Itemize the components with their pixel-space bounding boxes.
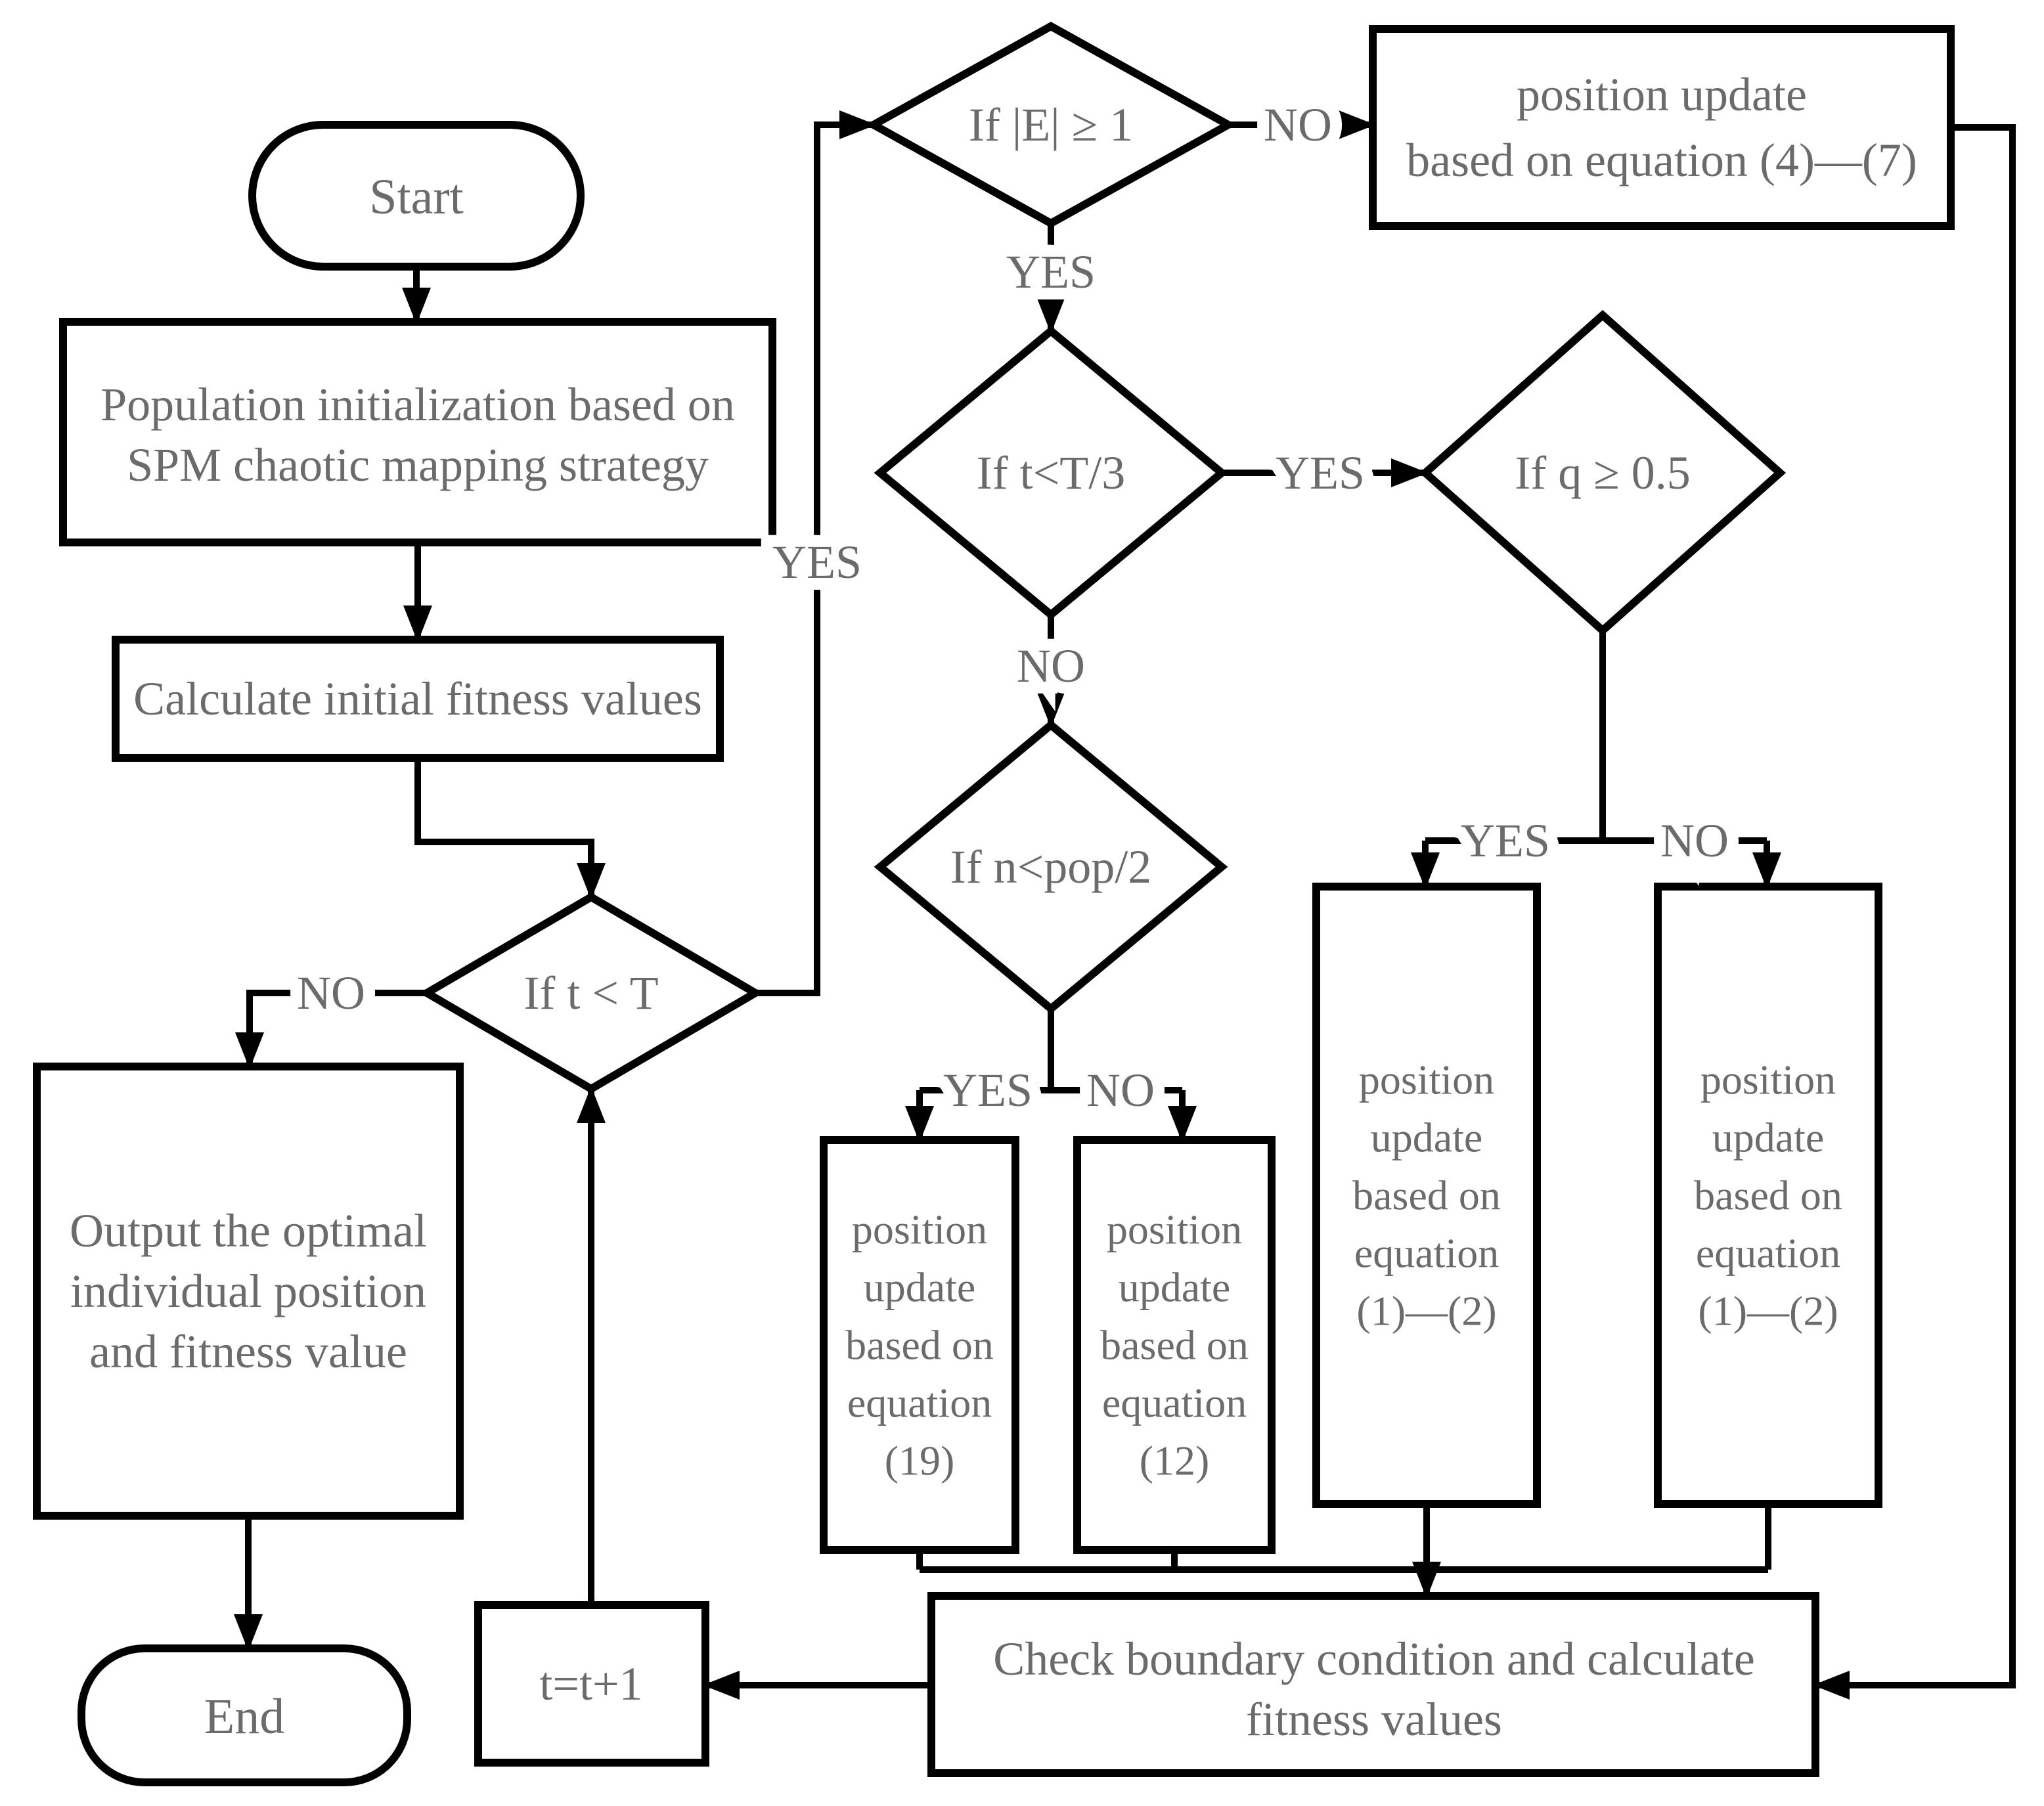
if-n-lt-pop2-decision — [874, 720, 1228, 1014]
pos-update-12-label-line5: (12) — [1140, 1438, 1210, 1484]
if-q-geq-05-decision — [1419, 309, 1787, 636]
pos-update-19-label-line3: based on — [845, 1322, 994, 1369]
edge-label-if-t-lt-T3-no: NO — [1017, 640, 1085, 692]
pos-update-1-2-yes-label-line3: based on — [1352, 1172, 1501, 1219]
pos-update-12-label-line4: equation — [1102, 1380, 1247, 1426]
pos-update-19-label-line2: update — [864, 1264, 976, 1311]
pos-update-1-2-yes-label-line2: update — [1371, 1114, 1483, 1161]
edge-label-loop-yes: YES — [772, 536, 862, 588]
pos-update-19-label-line5: (19) — [885, 1438, 955, 1484]
end-label: End — [204, 1689, 284, 1744]
pos-update-4-7-label-line2: based on equation (4)—(7) — [1406, 134, 1917, 187]
pos-update-19-label-line4: equation — [847, 1380, 992, 1426]
if-t-lt-T-label: If t < T — [523, 967, 658, 1019]
pos-update-12-process — [1073, 1136, 1276, 1554]
if-t-lt-T3-decision — [874, 326, 1228, 620]
pos-update-1-2-yes-process — [1312, 883, 1541, 1508]
end-terminator — [78, 1644, 411, 1786]
edge-if-t-lt-T-yes-loop-to-if-E — [755, 110, 876, 996]
if-t-lt-T-decision — [419, 892, 763, 1093]
check-boundary-process — [927, 1592, 1819, 1777]
edge-label-if-t-lt-T3-yes: YES — [1276, 447, 1365, 499]
edge-label-if-E-yes: YES — [1006, 246, 1096, 298]
calc-fitness-process — [112, 636, 724, 762]
pos-update-4-7-process — [1369, 25, 1955, 230]
check-boundary-label-line2: fitness values — [1246, 1693, 1502, 1746]
check-boundary-label-line1: Check boundary condition and calculate — [993, 1633, 1755, 1685]
pop-init-label-line2: SPM chaotic mapping strategy — [127, 439, 709, 491]
output-optimal-label-line2: individual position — [70, 1265, 426, 1317]
output-optimal-label-line1: Output the optimal — [70, 1204, 427, 1257]
output-optimal-process — [33, 1063, 464, 1520]
pop-init-process — [59, 318, 776, 546]
if-n-lt-pop2-label: If n<pop/2 — [950, 841, 1152, 893]
start-label: Start — [369, 169, 464, 225]
pos-update-1-2-no-label-line1: position — [1700, 1057, 1836, 1103]
edge-calc-fitness-to-if-t-lt-T — [414, 758, 606, 900]
t-increment-process — [474, 1601, 709, 1767]
output-optimal-label-line3: and fitness value — [89, 1325, 407, 1378]
if-t-lt-T3-label: If t<T/3 — [977, 447, 1126, 499]
pos-update-1-2-no-label-line5: (1)—(2) — [1698, 1288, 1838, 1334]
pos-update-1-2-yes-label-line1: position — [1359, 1057, 1494, 1103]
pos-update-19-process — [820, 1136, 1019, 1554]
pop-init-label-line1: Population initialization based on — [100, 378, 735, 431]
edge-label-if-E-no: NO — [1264, 99, 1332, 151]
pos-update-4-7-label-line1: position update — [1517, 68, 1807, 121]
pos-update-1-2-yes-label-line5: (1)—(2) — [1356, 1288, 1496, 1334]
if-E-geq-1-label: If |E| ≥ 1 — [969, 99, 1133, 151]
if-E-geq-1-decision — [865, 22, 1237, 228]
pos-update-1-2-no-process — [1654, 883, 1882, 1508]
start-terminator — [248, 121, 585, 271]
calc-fitness-label: Calculate initial fitness values — [133, 672, 702, 725]
pos-update-1-2-no-label-line3: based on — [1694, 1172, 1842, 1219]
edge-label-if-n-no: NO — [1086, 1064, 1155, 1116]
pos-update-1-2-yes-label-line4: equation — [1354, 1230, 1499, 1277]
edge-label-if-t-lt-T-no: NO — [297, 967, 365, 1019]
edge-if-t-lt-T-no-to-output — [235, 990, 427, 1069]
pos-update-1-2-no-label-line2: update — [1712, 1114, 1825, 1161]
pos-update-12-label-line3: based on — [1100, 1322, 1249, 1369]
edge-label-if-q-yes: YES — [1461, 814, 1550, 867]
pos-update-12-label-line1: position — [1107, 1206, 1242, 1253]
pos-update-1-2-no-label-line4: equation — [1696, 1230, 1840, 1277]
edge-pos-update-4-7-rail-to-check — [1813, 124, 2016, 1700]
edge-label-if-q-no: NO — [1660, 814, 1729, 867]
t-increment-label: t=t+1 — [539, 1658, 642, 1710]
pos-update-12-label-line2: update — [1119, 1264, 1231, 1311]
edge-label-if-n-yes: YES — [943, 1064, 1033, 1116]
pos-update-19-label-line1: position — [852, 1206, 987, 1253]
if-q-geq-05-label: If q ≥ 0.5 — [1515, 447, 1690, 499]
